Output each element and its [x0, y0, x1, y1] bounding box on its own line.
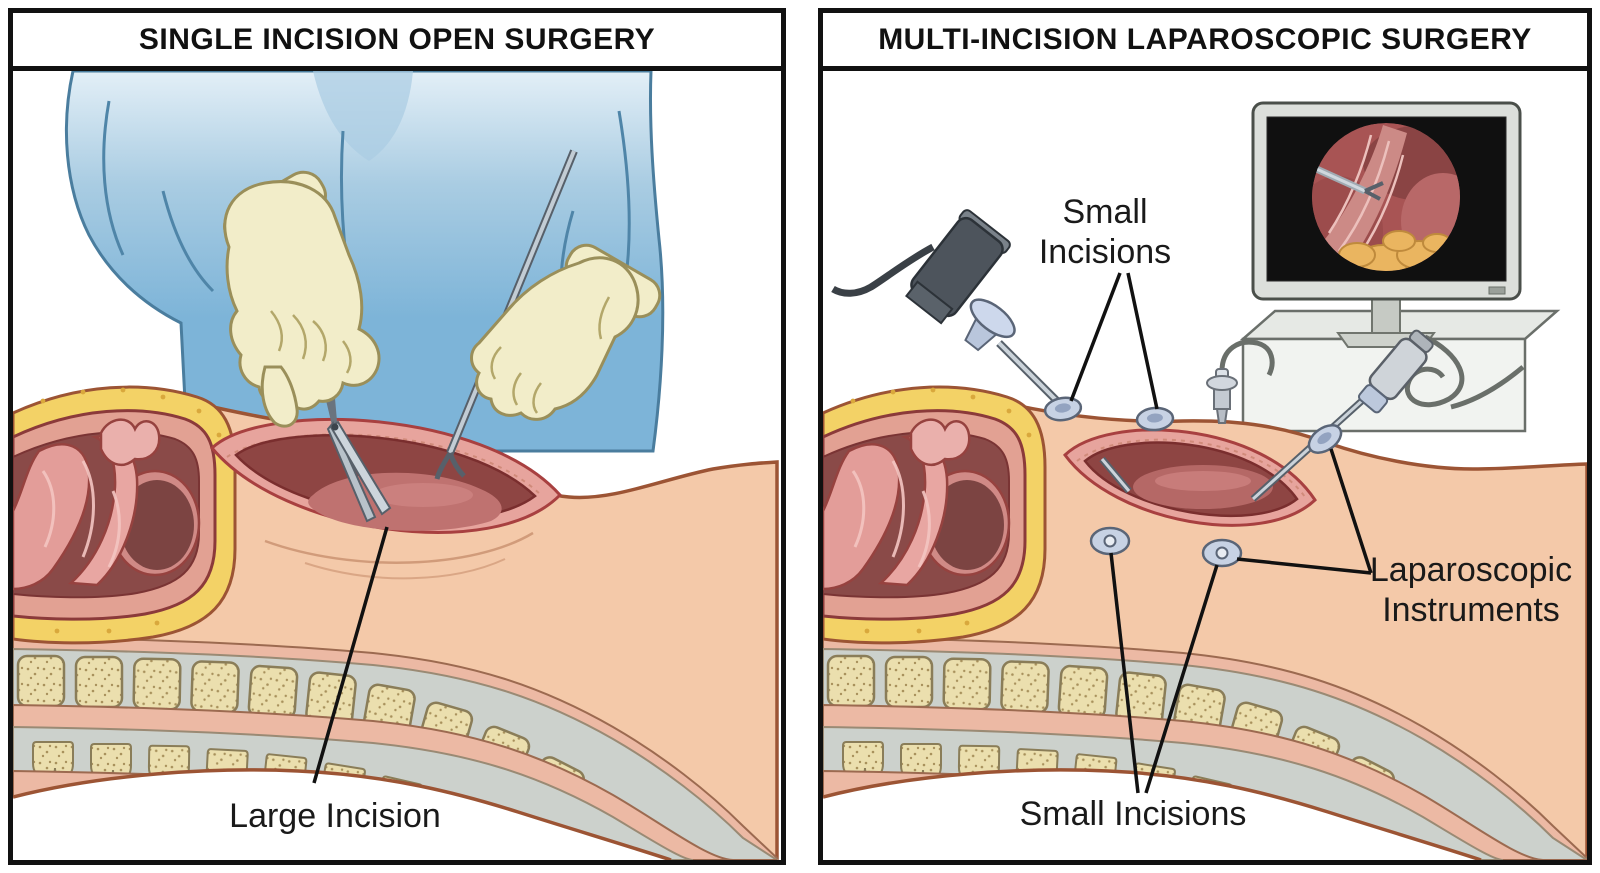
large-incision-label: Large Incision [229, 797, 441, 835]
laparoscopic-surgery-panel: MULTI-INCISION LAPAROSCOPIC SURGERY [818, 8, 1592, 865]
monitor-button [1488, 286, 1506, 295]
laparoscopic-incision-window [1063, 428, 1317, 527]
abdominal-cutaway [823, 385, 1047, 645]
monitor-stand [1371, 298, 1401, 334]
small-incisions-top-label-line1: Small [1062, 193, 1147, 231]
laparoscopic-title: MULTI-INCISION LAPAROSCOPIC SURGERY [878, 22, 1532, 56]
small-incisions-top-label-line2: Incisions [1039, 233, 1171, 271]
grasper-on-screen [1312, 163, 1384, 201]
laparoscopic-title-bar: MULTI-INCISION LAPAROSCOPIC SURGERY [823, 13, 1587, 71]
leader-lines [1069, 272, 1373, 794]
scope-trocar [964, 298, 1016, 352]
open-surgery-illustration: Large Incision [13, 71, 779, 860]
laparoscope [831, 209, 1066, 410]
instrument-cable [1404, 334, 1465, 408]
surgeon-right-hand [470, 243, 662, 421]
large-incision-leader-line [312, 526, 389, 784]
surgical-scissors [289, 288, 392, 523]
surgeon-left-hand [223, 170, 381, 428]
trocar-port-4 [1201, 538, 1243, 568]
laparoscopic-instruments-label-line1: Laparoscopic [1370, 551, 1572, 589]
laparoscopic-illustration: Small Incisions Laparoscopic Instruments… [823, 101, 1587, 860]
laparoscopic-instruments-label-line2: Instruments [1382, 591, 1560, 629]
open-surgery-panel: SINGLE INCISION OPEN SURGERY [8, 8, 786, 865]
abdominal-cutaway [13, 385, 237, 645]
surgical-forceps [434, 149, 578, 480]
insufflation-trocar [1206, 339, 1275, 424]
small-incisions-bottom-label: Small Incisions [1020, 795, 1247, 833]
camera-cable [831, 243, 935, 297]
trocar-port-3 [1089, 526, 1131, 556]
video-monitor [1251, 101, 1522, 348]
open-surgery-title: SINGLE INCISION OPEN SURGERY [138, 22, 656, 56]
open-surgery-title-bar: SINGLE INCISION OPEN SURGERY [13, 13, 781, 71]
